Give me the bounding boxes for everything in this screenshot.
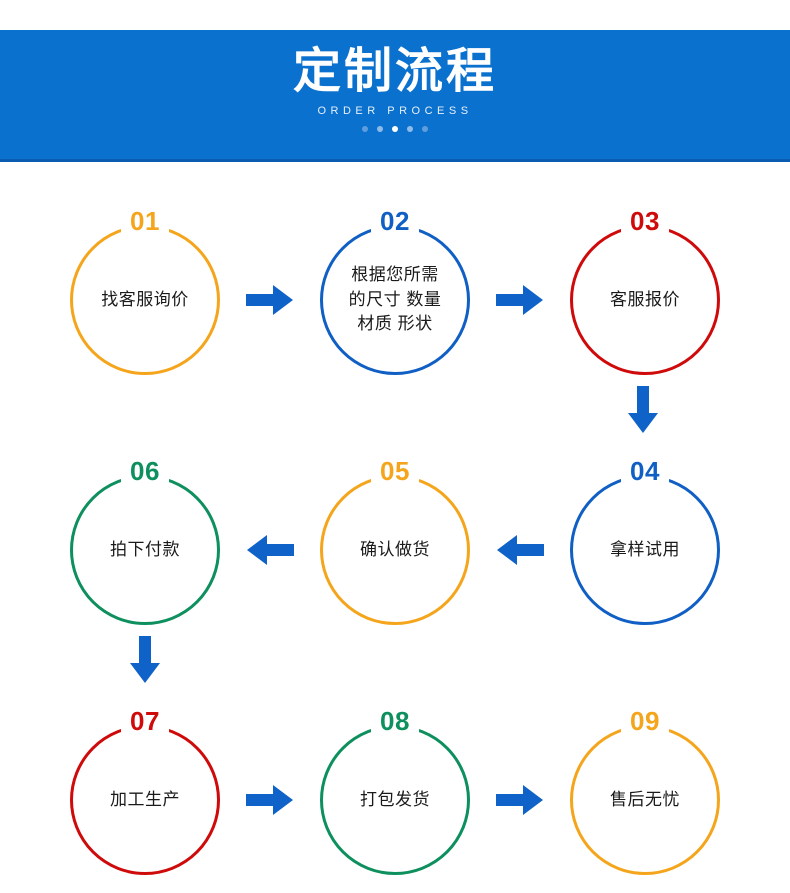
down-arrow-icon — [130, 636, 160, 683]
process-row-2: 06 拍下付款 05 确认做货 — [0, 450, 790, 650]
step-label-line: 打包发货 — [360, 789, 430, 809]
step-number-02: 02 — [380, 206, 410, 236]
step-number-08: 08 — [380, 706, 410, 736]
step-label-06: 拍下付款 — [70, 475, 220, 625]
connector-01-to-02 — [220, 283, 320, 317]
connector-04-to-05 — [470, 533, 570, 567]
process-step-09[interactable]: 09 售后无忧 — [570, 708, 720, 875]
step-label-line: 找客服询价 — [101, 289, 189, 309]
page-subtitle: ORDER PROCESS — [317, 105, 473, 118]
step-label-07: 加工生产 — [70, 725, 220, 875]
step-ring-notch-06 — [121, 469, 169, 485]
step-label-line: 确认做货 — [360, 539, 430, 559]
step-ring-notch-09 — [621, 719, 669, 735]
right-arrow-icon — [246, 785, 293, 815]
process-step-02[interactable]: 02 根据您所需 的尺寸 数量 材质 形状 — [320, 208, 470, 375]
step-number-01: 01 — [130, 206, 160, 236]
step-label-03: 客服报价 — [570, 225, 720, 375]
right-arrow-icon — [496, 285, 543, 315]
right-arrow-icon — [246, 285, 293, 315]
step-ring-notch-02 — [371, 219, 419, 235]
step-number-05: 05 — [380, 456, 410, 486]
decorative-dot-row — [362, 126, 428, 133]
step-number-04: 04 — [630, 456, 660, 486]
process-step-03[interactable]: 03 客服报价 — [570, 208, 720, 375]
step-label-line: 拍下付款 — [110, 539, 180, 559]
process-step-06[interactable]: 06 拍下付款 — [70, 458, 220, 625]
step-label-09: 售后无忧 — [570, 725, 720, 875]
dot-indicator-4 — [407, 126, 413, 133]
step-ring-notch-05 — [371, 469, 419, 485]
step-label-line: 售后无忧 — [610, 789, 680, 809]
step-label-line: 加工生产 — [110, 789, 180, 809]
process-step-08[interactable]: 08 打包发货 — [320, 708, 470, 875]
step-ring-notch-08 — [371, 719, 419, 735]
dot-indicator-2 — [377, 126, 383, 133]
connector-02-to-03 — [470, 283, 570, 317]
connector-08-to-09 — [470, 783, 570, 817]
step-label-line: 根据您所需 — [351, 265, 439, 285]
step-number-09: 09 — [630, 706, 660, 736]
step-label-02: 根据您所需 的尺寸 数量 材质 形状 — [320, 225, 470, 375]
process-step-01[interactable]: 01 找客服询价 — [70, 208, 220, 375]
step-label-04: 拿样试用 — [570, 475, 720, 625]
step-label-05: 确认做货 — [320, 475, 470, 625]
step-number-06: 06 — [130, 456, 160, 486]
process-step-04[interactable]: 04 拿样试用 — [570, 458, 720, 625]
left-arrow-icon — [497, 535, 544, 565]
right-arrow-icon — [496, 785, 543, 815]
process-step-07[interactable]: 07 加工生产 — [70, 708, 220, 875]
process-row-3: 07 加工生产 08 打包发货 — [0, 700, 790, 893]
dot-indicator-5 — [422, 126, 428, 133]
connector-03-to-04 — [623, 380, 663, 440]
step-label-line: 拿样试用 — [610, 539, 680, 559]
down-arrow-icon — [628, 386, 658, 433]
step-ring-notch-04 — [621, 469, 669, 485]
step-ring-notch-07 — [121, 719, 169, 735]
left-arrow-icon — [247, 535, 294, 565]
step-number-03: 03 — [630, 206, 660, 236]
process-flow: 01 找客服询价 02 根据您所需 的尺寸 数量 材质 形状 — [0, 163, 790, 893]
dot-indicator-1 — [362, 126, 368, 133]
process-row-1: 01 找客服询价 02 根据您所需 的尺寸 数量 材质 形状 — [0, 200, 790, 400]
header-banner: 定制流程 ORDER PROCESS — [0, 30, 790, 162]
dot-indicator-3 — [392, 126, 398, 133]
step-label-line: 的尺寸 数量 — [348, 289, 442, 309]
process-step-05[interactable]: 05 确认做货 — [320, 458, 470, 625]
step-label-line: 客服报价 — [610, 289, 680, 309]
step-label-08: 打包发货 — [320, 725, 470, 875]
step-label-01: 找客服询价 — [70, 225, 220, 375]
step-ring-notch-03 — [621, 219, 669, 235]
step-label-line: 材质 形状 — [357, 314, 433, 334]
page-title: 定制流程 — [292, 45, 497, 98]
connector-06-to-07 — [125, 630, 165, 690]
connector-07-to-08 — [220, 783, 320, 817]
step-number-07: 07 — [130, 706, 160, 736]
connector-05-to-06 — [220, 533, 320, 567]
step-ring-notch-01 — [121, 219, 169, 235]
